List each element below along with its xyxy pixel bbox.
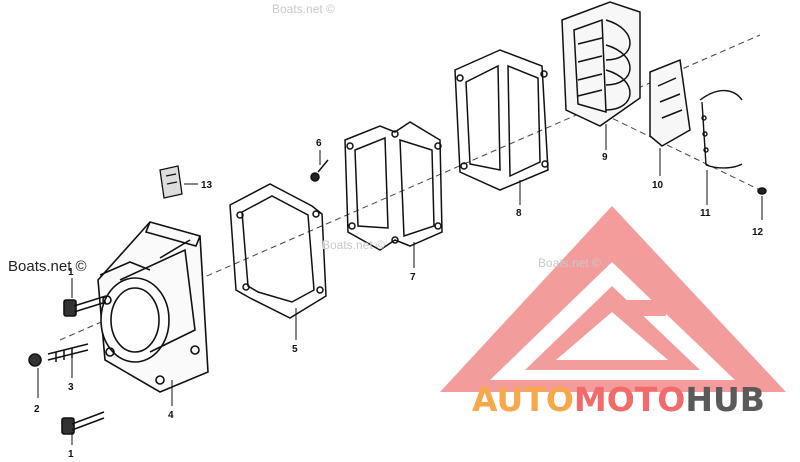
part-4-intake-housing <box>97 221 209 393</box>
callout-4: 4 <box>168 410 174 421</box>
callout-10: 10 <box>652 180 664 191</box>
callout-1-lower: 1 <box>68 449 74 460</box>
callout-leaders <box>37 124 763 445</box>
brand-wordmark: AUTOMOTOHUB <box>472 380 765 419</box>
callout-6: 6 <box>316 138 322 149</box>
callout-1-upper: 1 <box>68 267 74 278</box>
callout-7: 7 <box>410 272 416 283</box>
callout-2: 2 <box>34 404 40 415</box>
part-1-bolt-lower <box>61 411 105 435</box>
callout-9: 9 <box>602 152 608 163</box>
brand-triangle-logo <box>440 206 786 392</box>
callout-5: 5 <box>292 344 298 355</box>
brand-part-hub: HUB <box>685 380 765 419</box>
part-2-nut <box>28 353 42 367</box>
callout-3: 3 <box>68 382 74 393</box>
callout-13: 13 <box>201 180 213 191</box>
watermark-faint-1: Boats.net © <box>272 2 335 16</box>
assembly-axis-line <box>59 34 761 341</box>
part-6-screw <box>310 159 329 182</box>
part-12-screw <box>757 187 767 195</box>
part-11-reed-petals <box>699 89 743 169</box>
part-10-reed-stop <box>649 58 691 147</box>
part-9-reed-block <box>561 1 641 127</box>
watermark-faint-2: Boats.net © <box>322 238 385 252</box>
callout-12: 12 <box>752 227 764 238</box>
part-5-gasket <box>229 183 327 319</box>
part-7-reed-gasket <box>344 121 443 251</box>
part-3-stud <box>47 343 89 362</box>
part-1-bolt-upper <box>63 295 107 317</box>
brand-part-auto: AUTO <box>472 380 574 419</box>
part-8-plate-gasket <box>454 49 549 191</box>
watermark-primary: Boats.net © <box>8 258 87 275</box>
assembly-axis-line-lower <box>594 109 761 191</box>
callout-8: 8 <box>516 208 522 219</box>
brand-part-moto: MOTO <box>573 380 686 419</box>
part-13-plate <box>159 165 183 199</box>
watermark-faint-3: Boats.net © <box>538 256 601 270</box>
callout-11: 11 <box>700 208 711 219</box>
